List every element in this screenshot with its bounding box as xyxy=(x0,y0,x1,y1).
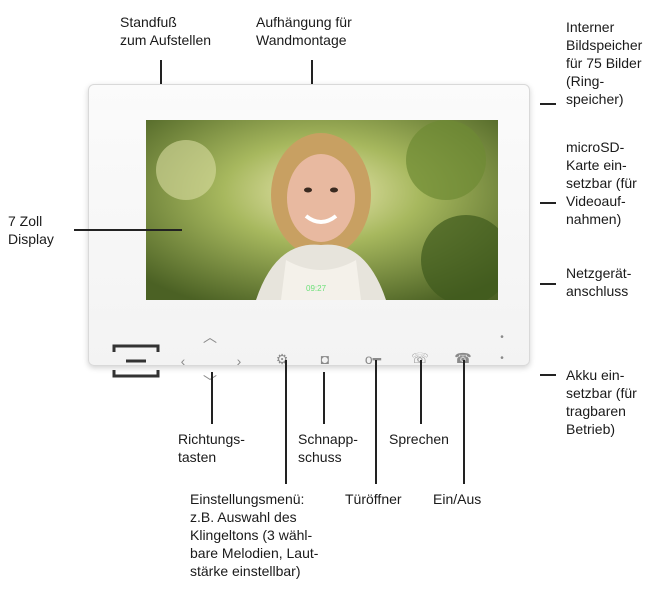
label-schnapp: Schnapp- schuss xyxy=(298,431,358,465)
label-sprechen: Sprechen xyxy=(389,431,449,447)
label-display: 7 Zoll Display xyxy=(8,213,54,247)
leader-tueroeffner xyxy=(375,360,377,484)
leader-display xyxy=(74,229,182,231)
leader-sprechen xyxy=(420,360,422,424)
leader-einstellung xyxy=(285,360,287,484)
camera-icon[interactable]: ◘ xyxy=(320,351,330,367)
leader-microsd xyxy=(540,202,556,204)
screen-clock: 09:27 xyxy=(306,284,327,293)
phone-talk-icon[interactable]: ☏ xyxy=(411,350,429,366)
led-indicator-top: • xyxy=(500,332,504,343)
display-screen: 09:27 xyxy=(146,120,498,300)
leader-akku xyxy=(540,374,556,376)
key-icon[interactable]: o━ xyxy=(364,351,382,367)
leader-standfuss xyxy=(160,60,162,84)
phone-hangup-icon[interactable]: ☎ xyxy=(454,350,472,366)
leader-aufhaengung xyxy=(311,60,313,84)
menu-icon[interactable] xyxy=(112,344,160,378)
label-einaus: Ein/Aus xyxy=(433,491,482,507)
label-aufhaengung: Aufhängung für Wandmontage xyxy=(256,14,352,48)
arrow-down-icon[interactable]: ﹀ xyxy=(203,374,217,390)
label-tueroeffner: Türöffner xyxy=(345,491,402,507)
leader-richtung xyxy=(211,372,213,424)
label-microsd: microSD- Karte ein- setzbar (für Videoau… xyxy=(566,139,637,227)
label-einstellung: Einstellungsmenü: z.B. Auswahl des Kling… xyxy=(190,491,319,579)
leader-speicher xyxy=(540,103,556,105)
leader-netzgeraet xyxy=(540,283,556,285)
leader-schnapp xyxy=(323,372,325,424)
settings-icon[interactable]: ⚙ xyxy=(275,351,289,367)
label-akku: Akku ein- setzbar (für tragbaren Betrieb… xyxy=(566,367,637,437)
leader-einaus xyxy=(463,360,465,484)
label-speicher: Interner Bildspeicher für 75 Bilder (Rin… xyxy=(566,19,643,107)
label-standfuss: Standfuß zum Aufstellen xyxy=(120,14,212,48)
portrait-image xyxy=(146,120,498,300)
label-richtung: Richtungs- tasten xyxy=(178,431,245,465)
label-netzgeraet: Netzgerät- anschluss xyxy=(566,265,632,299)
led-indicator-bottom: • xyxy=(500,353,504,364)
arrow-right-icon[interactable]: › xyxy=(236,353,242,369)
arrow-left-icon[interactable]: ‹ xyxy=(180,353,186,369)
arrow-up-icon[interactable]: ︿ xyxy=(203,329,217,345)
